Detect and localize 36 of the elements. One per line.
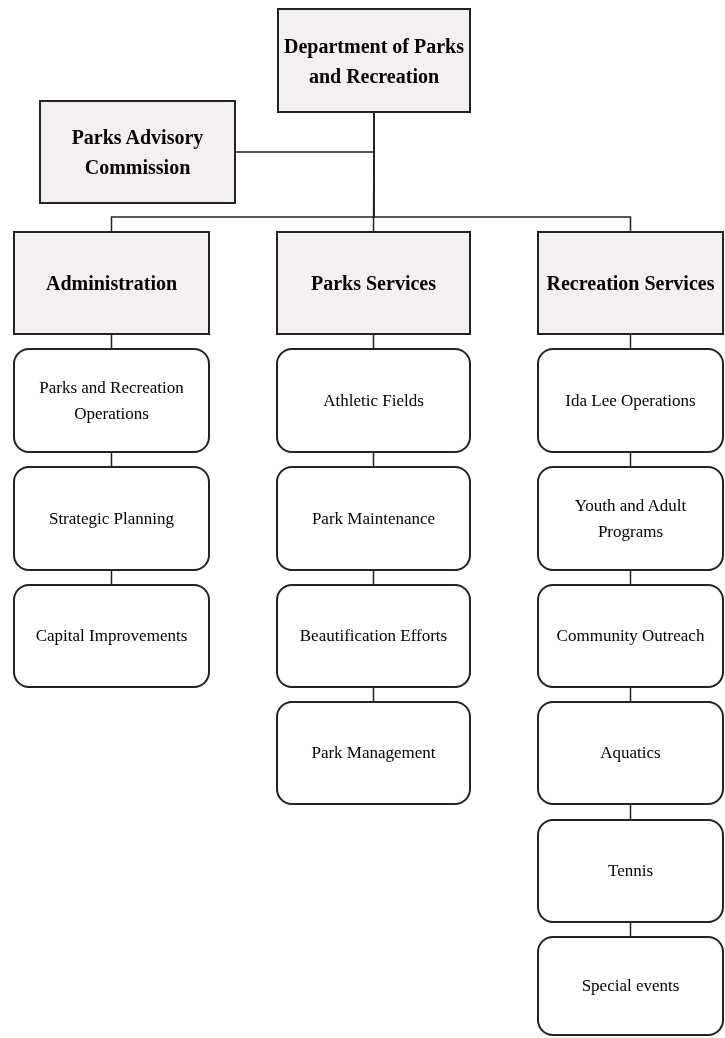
unit-box	[13, 466, 210, 571]
unit-box	[537, 936, 724, 1036]
unit-box	[276, 348, 471, 453]
unit-box	[537, 348, 724, 453]
unit-label: Community Outreach	[555, 625, 706, 648]
unit-label: Park Maintenance	[310, 507, 437, 530]
unit-box	[276, 701, 471, 805]
unit-title: Recreation Services	[545, 271, 716, 296]
department-box	[13, 231, 210, 335]
unit-box	[276, 466, 471, 571]
department-box	[39, 100, 236, 204]
unit-box	[276, 584, 471, 688]
unit-box	[537, 584, 724, 688]
unit-box	[537, 701, 724, 805]
unit-label: Ida Lee Operations	[564, 389, 697, 412]
unit-label: Special events	[580, 975, 681, 998]
department-box	[276, 231, 471, 335]
unit-label: Aquatics	[599, 742, 662, 765]
unit-label: Beautification Efforts	[298, 625, 449, 648]
unit-box	[13, 584, 210, 688]
unit-box	[13, 348, 210, 453]
department-box	[537, 231, 724, 335]
unit-box	[537, 466, 724, 571]
unit-label: Strategic Planning	[47, 507, 176, 530]
department-box	[277, 8, 471, 113]
unit-label: Parks and Recreation Operations	[38, 377, 185, 425]
unit-box	[537, 819, 724, 923]
unit-title: Department of Parks and Recreation	[283, 33, 465, 89]
unit-title: Administration	[44, 271, 179, 296]
unit-label: Capital Improvements	[34, 625, 189, 648]
unit-title: Parks Advisory Commission	[70, 125, 205, 180]
unit-label: Athletic Fields	[322, 389, 425, 412]
unit-label: Youth and Adult Programs	[573, 495, 688, 543]
unit-label: Park Management	[310, 742, 437, 765]
unit-title: Parks Services	[310, 271, 437, 296]
unit-label: Tennis	[606, 860, 655, 883]
